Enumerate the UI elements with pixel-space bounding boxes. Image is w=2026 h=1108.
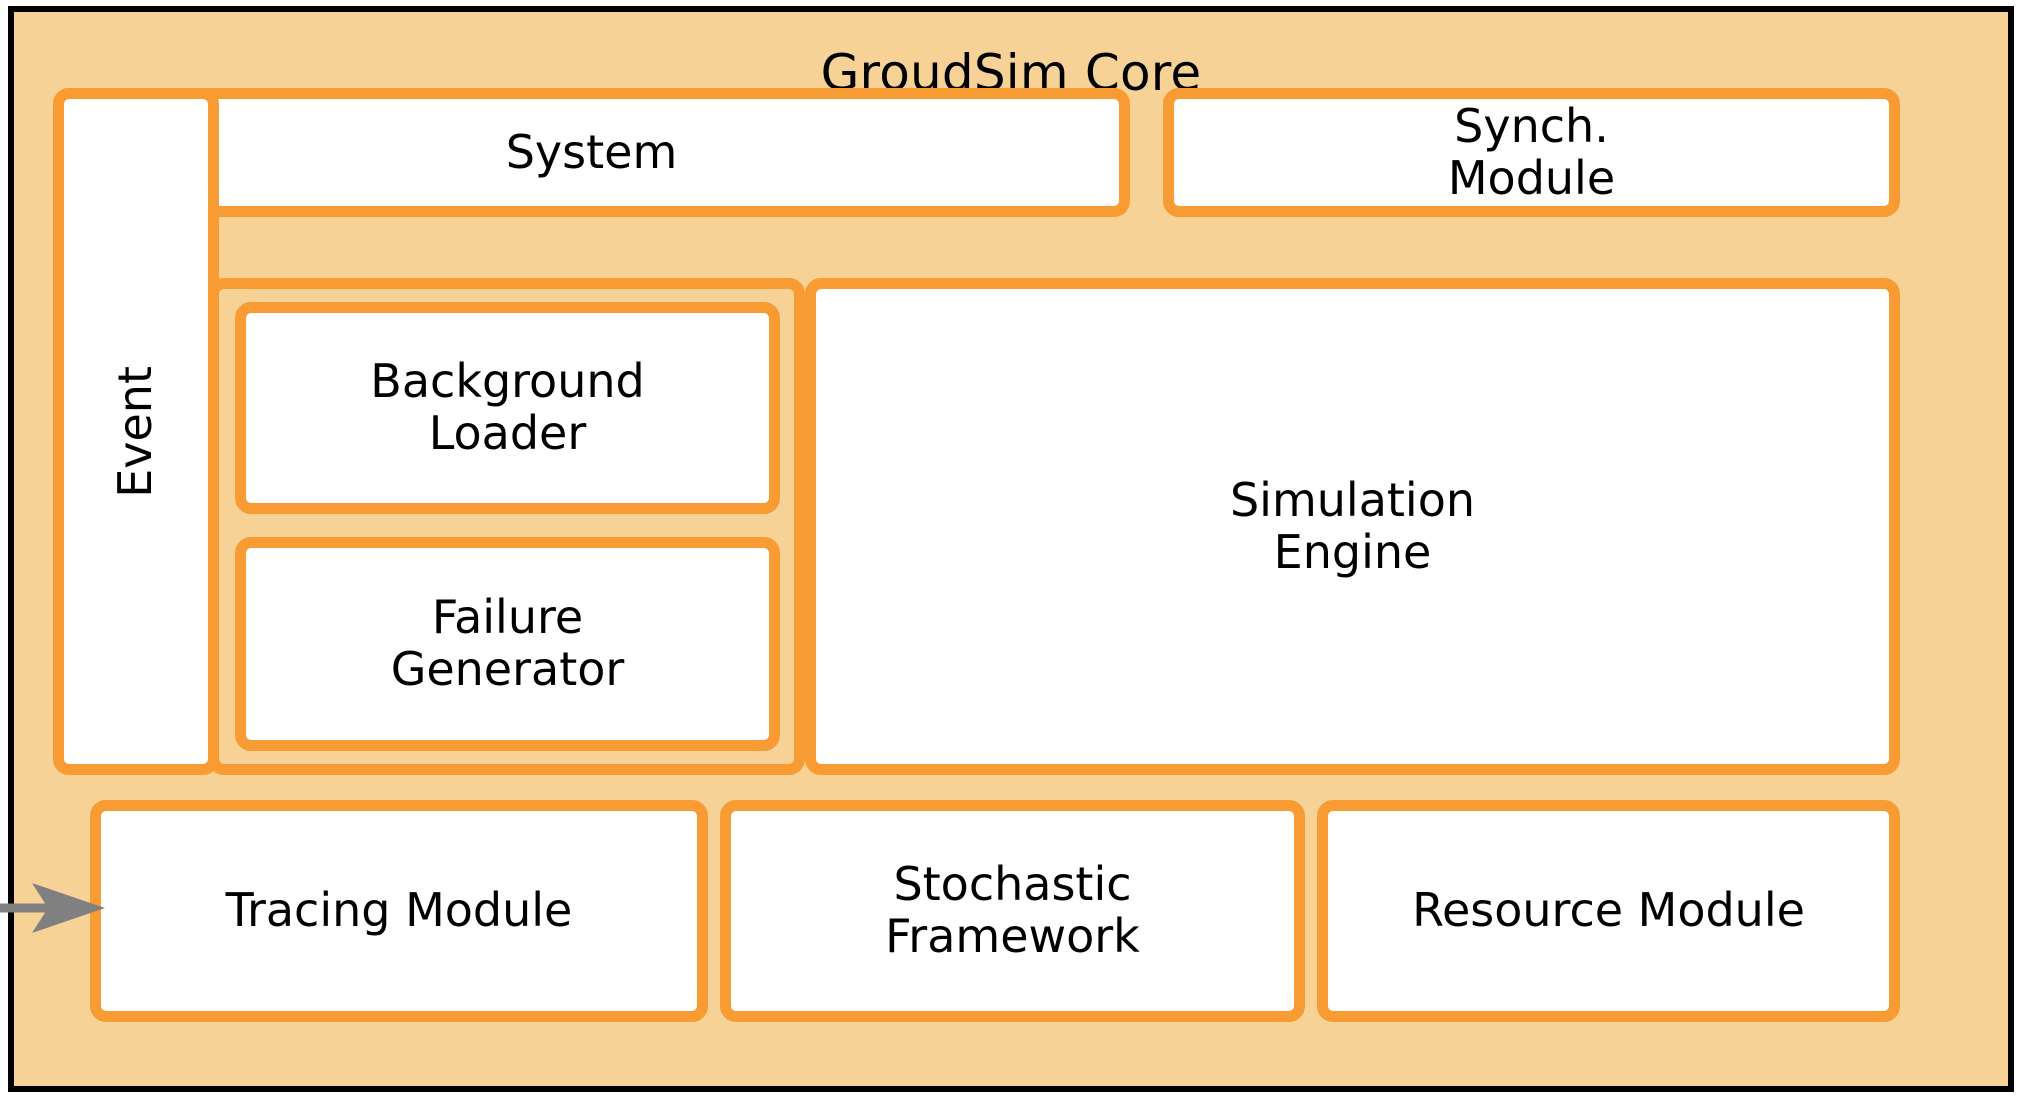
node-system[interactable]: System <box>53 88 1130 217</box>
node-synch-module-line1: Synch. <box>1454 98 1609 153</box>
node-resource-module[interactable]: Resource Module <box>1317 800 1900 1022</box>
node-tracing-module-label: Tracing Module <box>225 883 573 938</box>
node-failure-generator-line1: Failure <box>431 590 584 645</box>
node-event[interactable]: Event <box>53 88 219 775</box>
node-resource-module-label: Resource Module <box>1412 883 1805 938</box>
node-failure-generator[interactable]: Failure Generator <box>235 537 780 751</box>
node-synch-module-line2: Module <box>1447 150 1616 205</box>
node-background-loader-line1: Background <box>370 354 645 409</box>
node-failure-generator-label: Failure Generator <box>390 590 625 696</box>
node-stochastic-framework-line1: Stochastic <box>893 857 1132 912</box>
node-background-loader[interactable]: Background Loader <box>235 302 780 514</box>
node-simulation-engine-line1: Simulation <box>1229 472 1476 527</box>
node-simulation-engine[interactable]: Simulation Engine <box>805 278 1900 775</box>
node-background-loader-label: Background Loader <box>370 354 645 460</box>
node-simulation-engine-label: Simulation Engine <box>1229 472 1476 579</box>
node-event-label: Event <box>108 365 163 498</box>
node-simulation-engine-line2: Engine <box>1273 524 1432 579</box>
node-tracing-module[interactable]: Tracing Module <box>90 800 708 1022</box>
incoming-event-arrow-icon <box>0 883 105 933</box>
node-stochastic-framework-line2: Framework <box>885 909 1140 963</box>
node-background-loader-line2: Loader <box>428 406 587 460</box>
node-system-label: System <box>505 124 678 179</box>
node-synch-module[interactable]: Synch. Module <box>1163 88 1900 217</box>
node-stochastic-framework-label: Stochastic Framework <box>885 857 1140 963</box>
node-failure-generator-line2: Generator <box>390 642 625 696</box>
node-synch-module-label: Synch. Module <box>1447 98 1616 205</box>
node-stochastic-framework[interactable]: Stochastic Framework <box>720 800 1305 1022</box>
